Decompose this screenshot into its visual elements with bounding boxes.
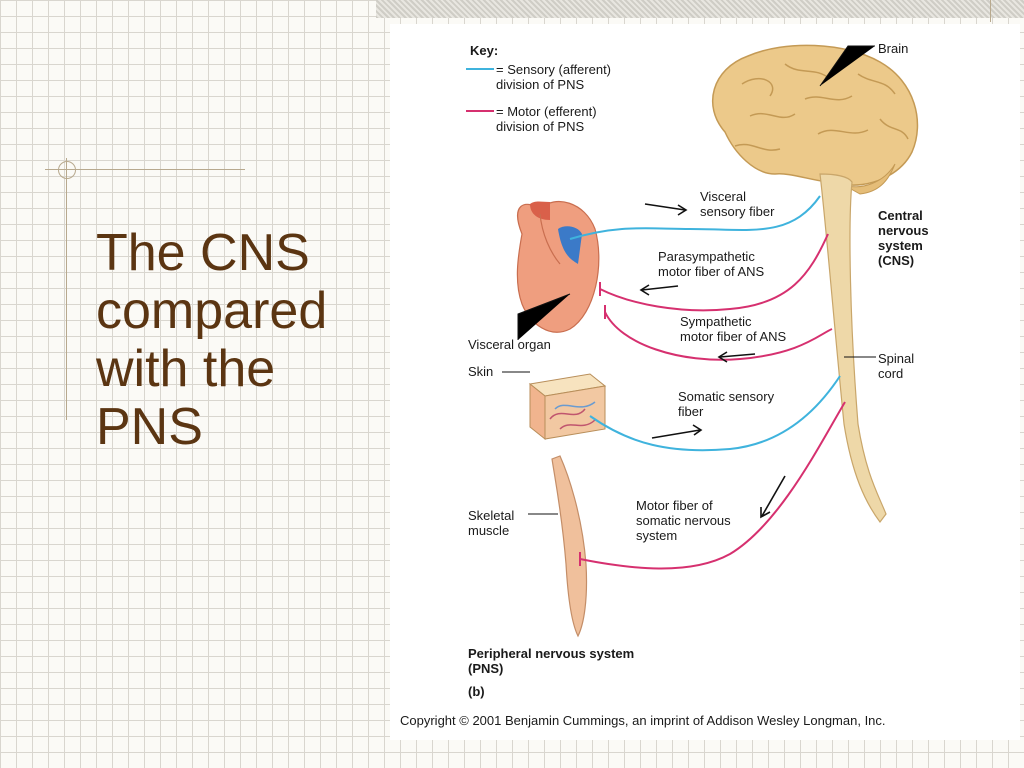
heart-illustration bbox=[516, 201, 600, 333]
decorative-horizontal-line bbox=[45, 169, 245, 170]
key-sensory-label: = Sensory (afferent) division of PNS bbox=[496, 62, 612, 92]
spinal-cord-illustration bbox=[819, 173, 887, 524]
brain-illustration bbox=[711, 44, 919, 195]
visceral-sensory-fiber-label: Visceral sensory fiber bbox=[700, 189, 775, 219]
skin-illustration bbox=[528, 373, 607, 441]
visceral-organ-label: Visceral organ bbox=[468, 337, 551, 352]
skeletal-muscle-label: Skeletal muscle bbox=[468, 508, 515, 538]
direction-arrows bbox=[639, 203, 786, 519]
spinal-cord-label: Spinal cord bbox=[878, 351, 915, 381]
nervous-system-figure: Key: = Sensory (afferent) division of PN… bbox=[390, 24, 1020, 740]
top-decorative-band bbox=[376, 0, 1024, 18]
motor-somatic-fiber-label: Motor fiber of somatic nervous system bbox=[636, 498, 731, 543]
parasympathetic-fiber bbox=[599, 233, 829, 312]
leader-lines bbox=[502, 45, 876, 515]
visceral-sensory-fiber bbox=[569, 195, 821, 240]
somatic-sensory-fiber bbox=[589, 375, 841, 452]
cns-label: Central nervous system (CNS) bbox=[878, 208, 929, 268]
decorative-circle bbox=[58, 161, 76, 179]
motor-somatic-fiber bbox=[579, 401, 846, 570]
figure-part-label: (b) bbox=[468, 684, 485, 699]
muscle-illustration bbox=[551, 455, 588, 638]
top-right-decorative-line bbox=[990, 0, 991, 22]
sympathetic-fiber bbox=[604, 311, 833, 361]
somatic-sensory-fiber-label: Somatic sensory fiber bbox=[678, 389, 775, 419]
parasympathetic-fiber-label: Parasympathetic motor fiber of ANS bbox=[658, 249, 765, 279]
skin-label: Skin bbox=[468, 364, 494, 379]
slide-title: The CNS compared with the PNS bbox=[96, 224, 328, 456]
pns-label: Peripheral nervous system (PNS) bbox=[468, 646, 635, 676]
sympathetic-fiber-label: Sympathetic motor fiber of ANS bbox=[680, 314, 787, 344]
decorative-vertical-line bbox=[66, 158, 67, 420]
key-heading: Key: bbox=[470, 43, 499, 58]
key-motor-label: = Motor (efferent) division of PNS bbox=[496, 104, 597, 134]
brain-label: Brain bbox=[878, 41, 909, 56]
nervous-system-illustration bbox=[466, 44, 919, 638]
copyright-text: Copyright © 2001 Benjamin Cummings, an i… bbox=[400, 713, 886, 728]
